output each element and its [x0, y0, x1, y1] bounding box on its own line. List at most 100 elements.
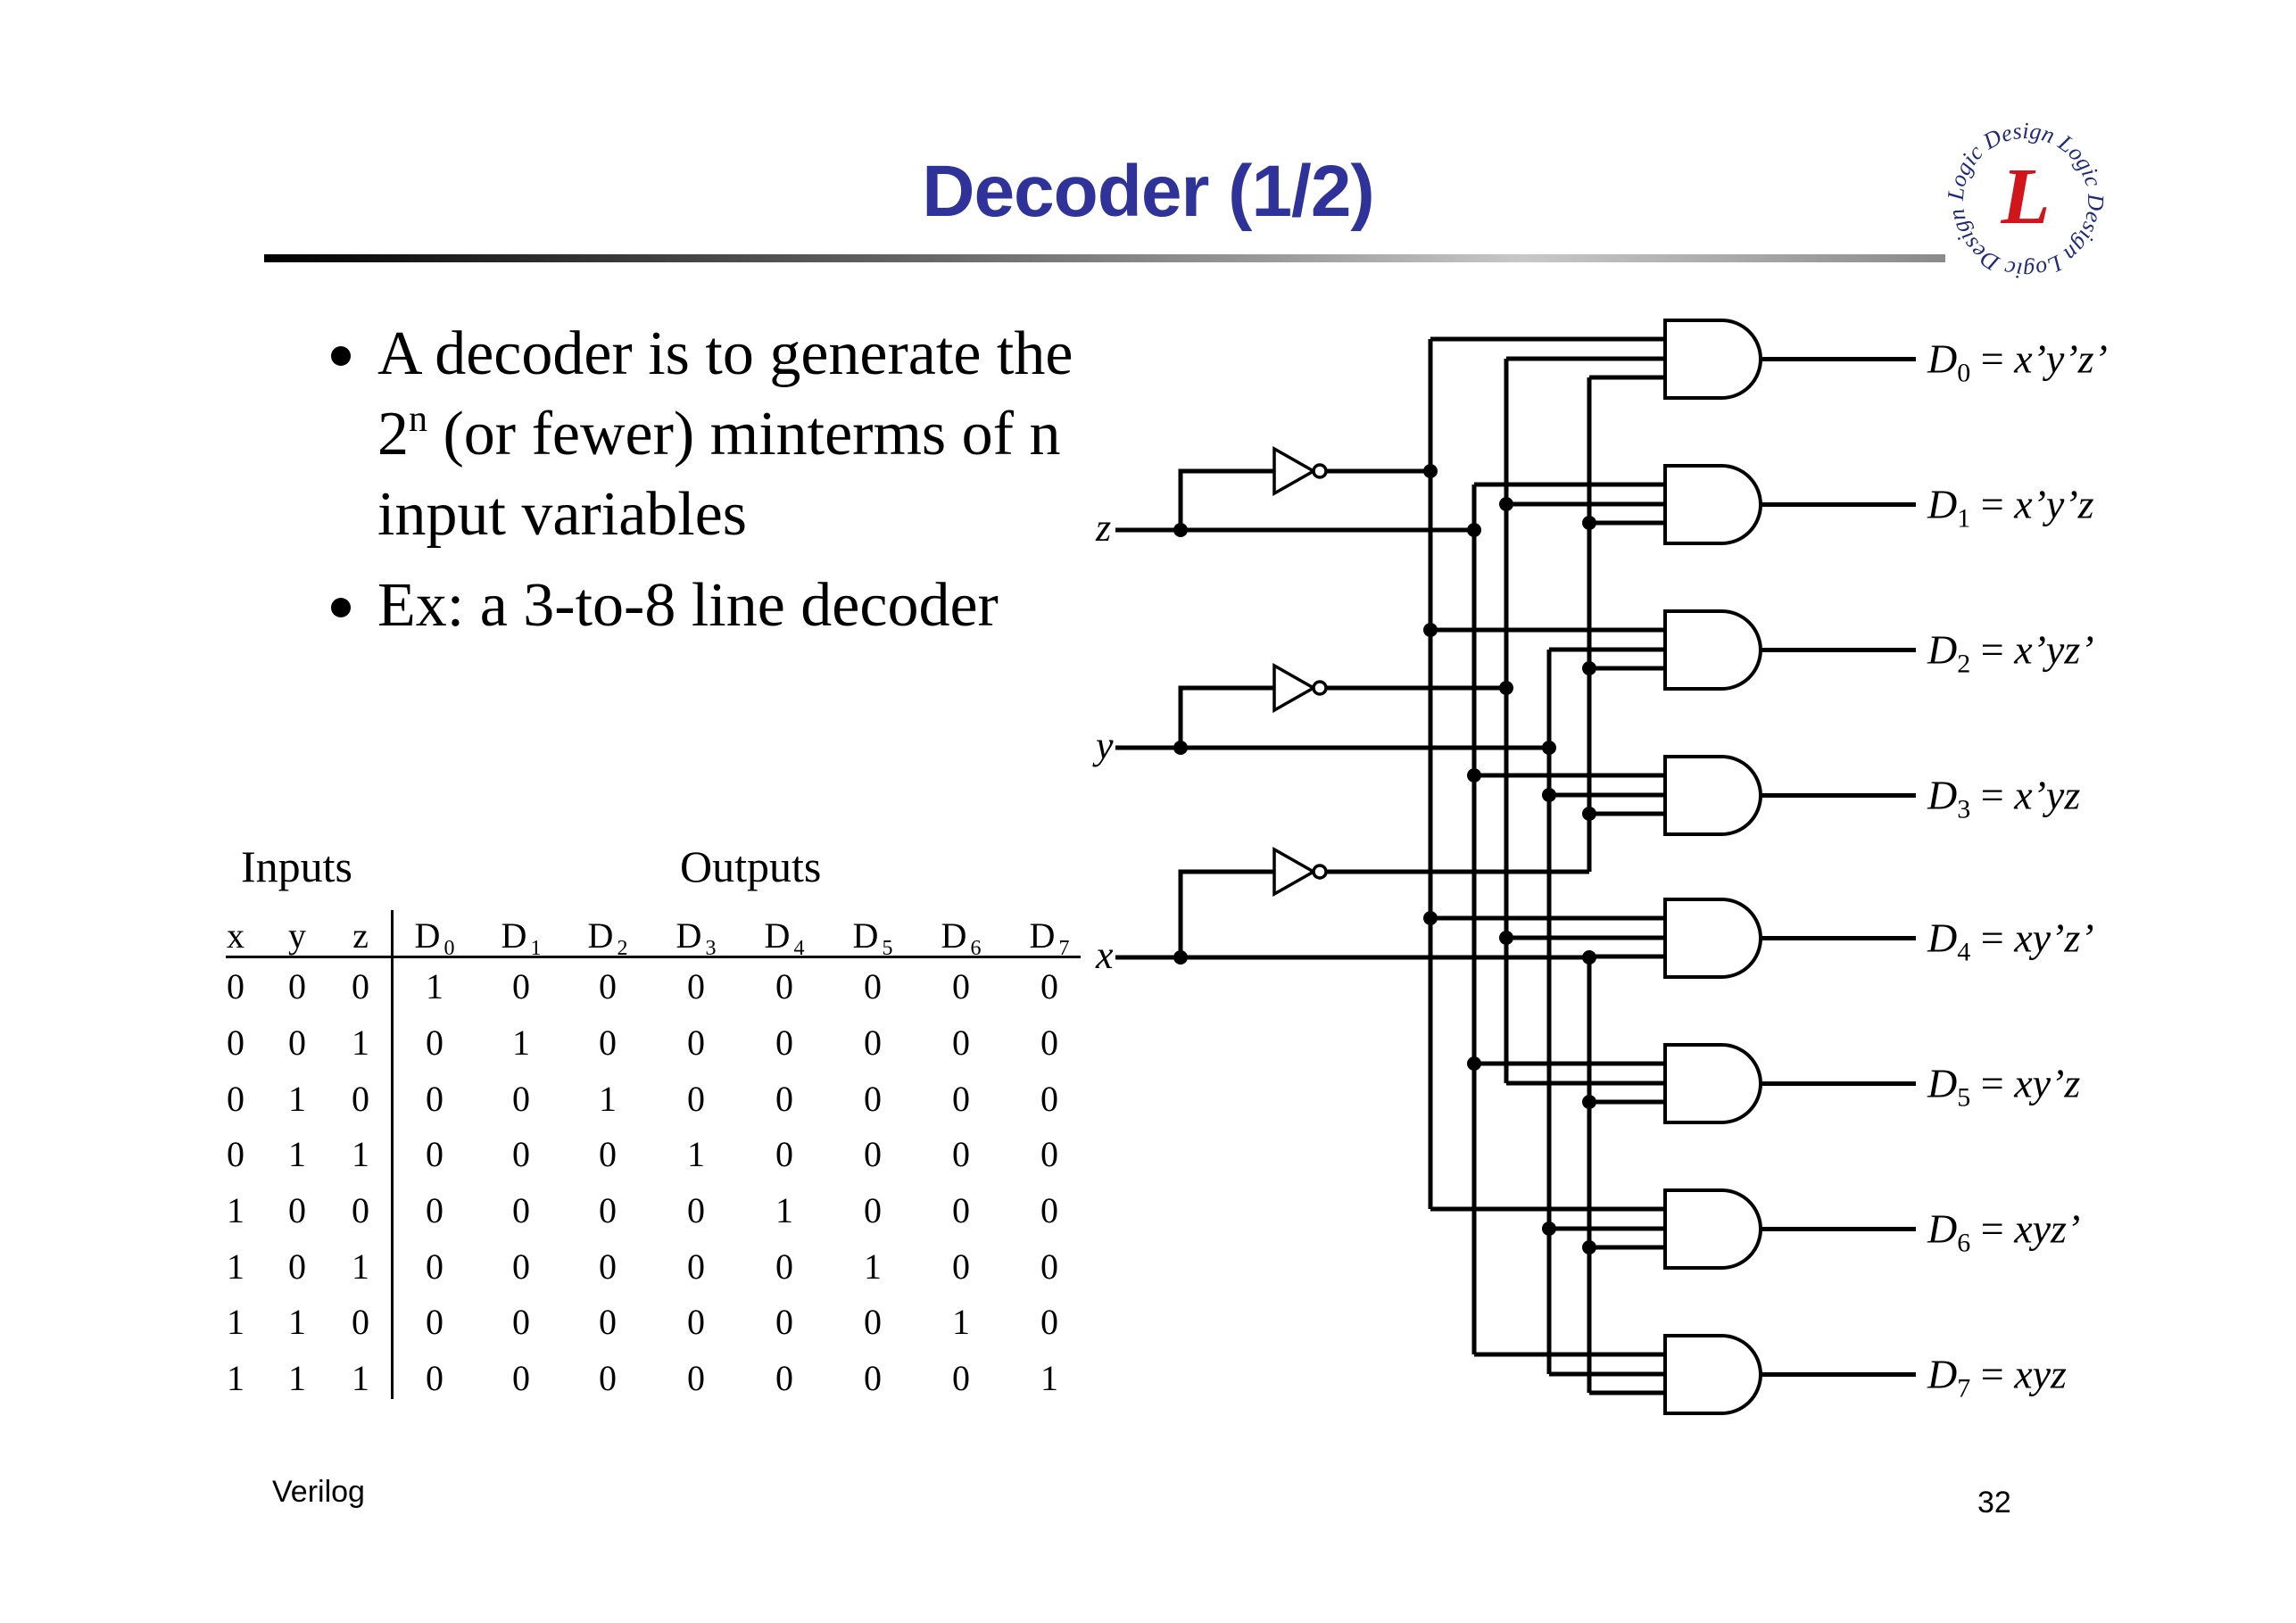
- table-cell: 1: [512, 1023, 530, 1063]
- table-cell: 0: [775, 1246, 793, 1287]
- table-cell: 0: [426, 1079, 443, 1119]
- inputs-label: Inputs: [241, 841, 352, 891]
- table-cell: 0: [352, 1190, 369, 1230]
- output-label-d0: D0 = x’y’z’: [1927, 336, 2108, 388]
- junction-dot: [1467, 523, 1481, 537]
- table-cell: 0: [352, 1079, 369, 1119]
- and-gate-icon: [1663, 898, 1762, 979]
- junction-dot: [1582, 661, 1596, 675]
- table-cell: 0: [864, 1190, 882, 1230]
- table-cell: 0: [426, 1190, 443, 1230]
- footer-course: Verilog: [272, 1475, 365, 1509]
- bullet-list: A decoder is to generate the 2n (or fewe…: [326, 314, 1093, 657]
- table-cell: 0: [687, 1302, 705, 1342]
- junction-dot: [1582, 1095, 1596, 1109]
- and-gate-icon: [1663, 1334, 1762, 1415]
- output-label-d6: D6 = xyz’: [1927, 1206, 2080, 1258]
- table-cell: 0: [775, 1079, 793, 1119]
- output-label-d3: D3 = x’yz: [1927, 773, 2080, 824]
- table-cell: 0: [288, 966, 306, 1006]
- table-cell: 0: [864, 1358, 882, 1398]
- table-cell: 1: [599, 1079, 617, 1119]
- table-cell: 0: [512, 966, 530, 1006]
- inverter-input-wire: [1178, 468, 1274, 530]
- and-gate-icon: [1663, 319, 1762, 400]
- table-cell: 0: [775, 1023, 793, 1063]
- table-cell: 0: [775, 966, 793, 1006]
- junction-dot: [1542, 1221, 1556, 1236]
- table-cell: 0: [1040, 1079, 1058, 1119]
- table-header-y: y: [288, 915, 306, 956]
- table-cell: 0: [864, 966, 882, 1006]
- junction-dot: [1499, 681, 1513, 695]
- inversion-bubble-icon: [1312, 463, 1328, 479]
- table-cell: 0: [775, 1134, 793, 1174]
- inverter-input-wire: [1178, 685, 1274, 748]
- table-cell: 0: [599, 1190, 617, 1230]
- table-cell: 0: [288, 1023, 306, 1063]
- table-cell: 1: [288, 1358, 306, 1398]
- table-cell: 1: [352, 1358, 369, 1398]
- table-cell: 1: [352, 1023, 369, 1063]
- table-cell: 0: [426, 1358, 443, 1398]
- output-label-d4: D4 = xy’z’: [1927, 915, 2094, 967]
- table-cell: 0: [952, 1358, 970, 1398]
- input-label-x: x: [1095, 933, 1114, 977]
- table-cell: 1: [426, 966, 443, 1006]
- and-gate-icon: [1663, 755, 1762, 836]
- table-cell: 0: [426, 1134, 443, 1174]
- table-cell: 0: [512, 1358, 530, 1398]
- table-cell: 0: [864, 1023, 882, 1063]
- output-label-d2: D2 = x’yz’: [1927, 627, 2094, 679]
- table-cell: 1: [227, 1246, 245, 1287]
- junction-dot: [1582, 516, 1596, 530]
- and-gate-icon: [1663, 609, 1762, 691]
- and-gate-icon: [1663, 1188, 1762, 1270]
- table-cell: 1: [1040, 1358, 1058, 1398]
- table-cell: 0: [599, 1302, 617, 1342]
- table-cell: 0: [512, 1134, 530, 1174]
- junction-dot: [1542, 741, 1556, 755]
- table-cell: 0: [687, 1023, 705, 1063]
- table-cell: 0: [352, 966, 369, 1006]
- junction-dot: [1423, 464, 1438, 478]
- input-label-z: z: [1095, 506, 1111, 550]
- table-column-divider: [391, 910, 394, 1399]
- table-cell: 1: [775, 1190, 793, 1230]
- table-cell: 0: [227, 1134, 245, 1174]
- table-header-x: x: [227, 915, 245, 956]
- table-cell: 1: [864, 1246, 882, 1287]
- table-cell: 0: [952, 1190, 970, 1230]
- junction-dot: [1582, 807, 1596, 821]
- junction-dot: [1423, 911, 1438, 925]
- table-cell: 0: [599, 1023, 617, 1063]
- not-gate-icon: [1272, 445, 1317, 497]
- output-label-d7: D7 = xyz: [1927, 1352, 2067, 1404]
- table-cell: 0: [512, 1246, 530, 1287]
- table-cell: 0: [599, 1134, 617, 1174]
- junction-dot: [1423, 623, 1438, 637]
- table-cell: 0: [288, 1190, 306, 1230]
- table-cell: 1: [352, 1134, 369, 1174]
- bullet-icon: [331, 598, 351, 617]
- table-cell: 0: [775, 1302, 793, 1342]
- outputs-label: Outputs: [680, 841, 822, 891]
- table-cell: 1: [288, 1079, 306, 1119]
- table-cell: 0: [599, 966, 617, 1006]
- slide-title: Decoder (1/2): [922, 151, 1375, 232]
- table-cell: 1: [352, 1246, 369, 1287]
- input-label-y: y: [1092, 724, 1114, 767]
- table-cell: 1: [227, 1358, 245, 1398]
- table-cell: 0: [1040, 1190, 1058, 1230]
- inverter-input-wire: [1178, 869, 1274, 957]
- logo-letter: L: [2001, 153, 2051, 241]
- table-cell: 0: [952, 1246, 970, 1287]
- junction-dot: [1467, 768, 1481, 783]
